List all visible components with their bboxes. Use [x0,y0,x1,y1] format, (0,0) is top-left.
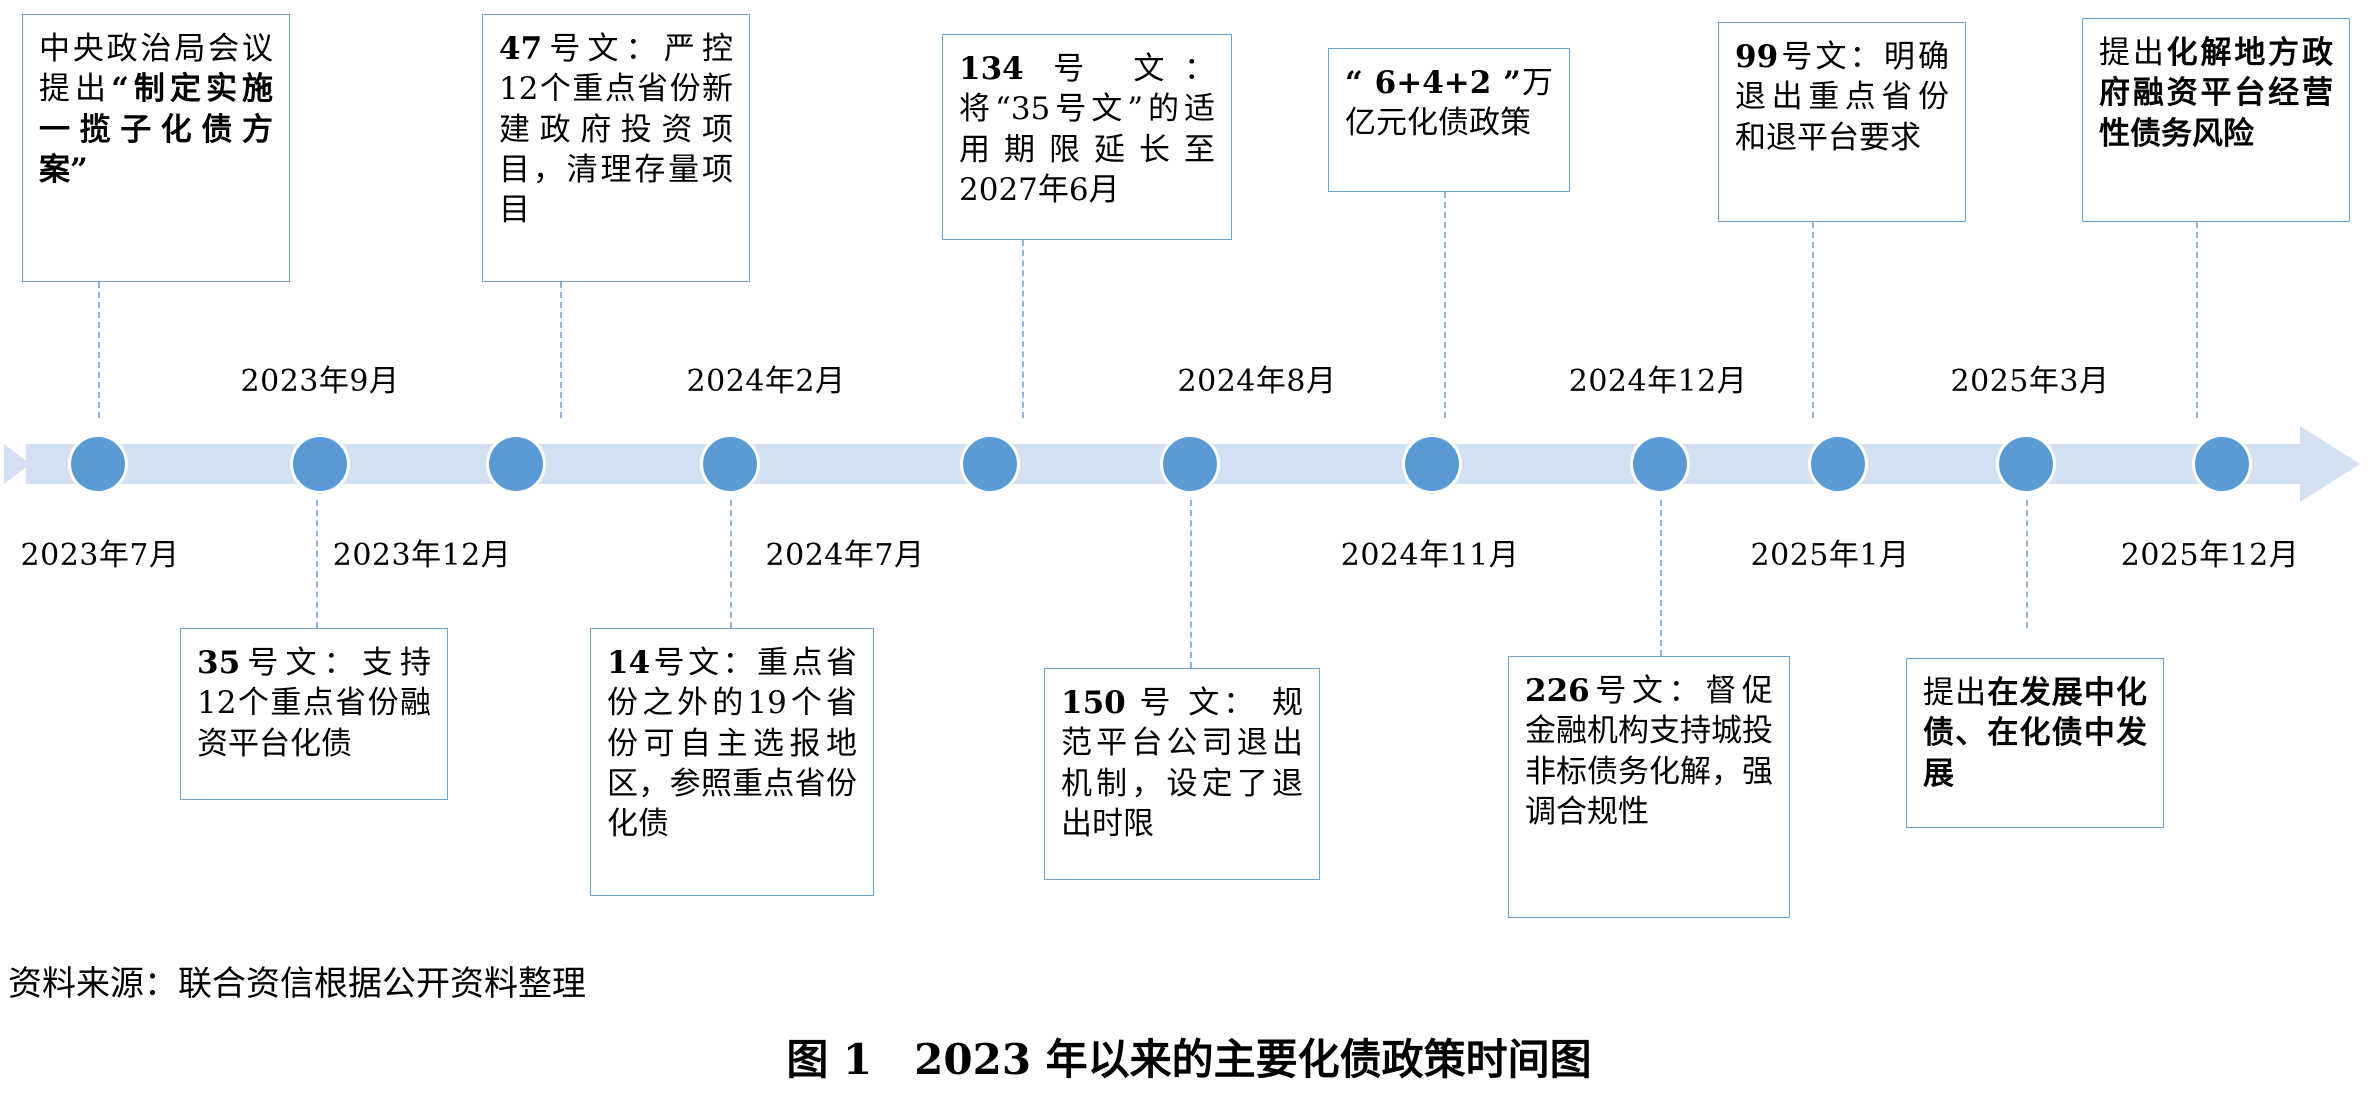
date-label-2025-12: 2025年12月 [2120,538,2300,573]
callout-box-2024-07: 14号文：重点省份之外的19个省份可自主选报地区，参照重点省份化债 [590,628,874,896]
milestone-dot-2024-11[interactable] [1405,437,1459,491]
callout-text: 14号文：重点省份之外的19个省份可自主选报地区，参照重点省份化债 [607,645,857,843]
callout-box-2024-11: 150 号 文： 规范平台公司退出机制，设定了退出时限 [1044,668,1320,880]
callout-text: 提出化解地方政府融资平台经营性债务风险 [2099,35,2334,152]
callout-text: 134 号 文： 将“35号文”的适用期限延长至2027年6月 [959,51,1215,208]
date-label-2023-12: 2023年12月 [332,538,512,573]
axis-arrowhead-icon [2300,426,2360,502]
connector-2024-11 [1190,500,1192,668]
callout-text: “ 6+4+2 ”万亿元化债政策 [1345,65,1553,142]
date-label-2023-09: 2023年9月 [240,364,400,399]
date-label-2024-02: 2024年2月 [686,364,846,399]
callout-text: 150 号 文： 规范平台公司退出机制，设定了退出时限 [1061,685,1303,842]
milestone-dot-2023-09[interactable] [293,437,347,491]
date-label-2025-01: 2025年1月 [1750,538,1910,573]
date-label-2025-03: 2025年3月 [1950,364,2110,399]
callout-text: 226号文：督促金融机构支持城投非标债务化解，强调合规性 [1525,673,1773,830]
milestone-dot-2024-07[interactable] [963,437,1017,491]
callout-box-2023-12: 35号文：支持12个重点省份融资平台化债 [180,628,448,800]
milestone-dot-2025-12[interactable] [2195,437,2249,491]
callout-text: 提出在发展中化债、在化债中发展 [1923,675,2148,792]
callout-text: 中央政治局会议提出“制定实施一揽子化债方案” [39,31,273,188]
connector-2024-07 [730,500,732,628]
milestone-dot-2024-08[interactable] [1163,437,1217,491]
milestone-dot-2024-12[interactable] [1633,437,1687,491]
callout-box-2024-12: 99号文：明确退出重点省份和退平台要求 [1718,22,1966,222]
callout-box-2024-08: “ 6+4+2 ”万亿元化债政策 [1328,48,1570,192]
milestone-dot-2023-07[interactable] [71,437,125,491]
timeline-axis [0,418,2378,510]
milestone-dot-2024-02[interactable] [703,437,757,491]
axis-tail-notch [4,444,30,484]
source-note: 资料来源：联合资信根据公开资料整理 [8,964,586,1004]
connector-2023-12 [316,500,318,628]
callout-box-2023-09: 47号文：严控12个重点省份新建政府投资项目，清理存量项目 [482,14,750,282]
connector-2025-12 [2026,500,2028,628]
connector-2023-07 [98,282,100,418]
callout-box-2025-03: 提出化解地方政府融资平台经营性债务风险 [2082,18,2350,222]
figure-caption: 图 1 2023 年以来的主要化债政策时间图 [786,1035,1592,1084]
connector-2023-09 [560,282,562,418]
date-label-2024-07: 2024年7月 [765,538,925,573]
date-label-2024-12: 2024年12月 [1568,364,1748,399]
callout-text: 47号文：严控12个重点省份新建政府投资项目，清理存量项目 [499,31,733,229]
connector-2025-03 [2196,222,2198,418]
connector-2024-02 [1022,240,1024,418]
callout-box-2023-07: 中央政治局会议提出“制定实施一揽子化债方案” [22,14,290,282]
connector-2025-01 [1660,500,1662,656]
callout-box-2025-01: 226号文：督促金融机构支持城投非标债务化解，强调合规性 [1508,656,1790,918]
milestone-dot-2025-03[interactable] [1999,437,2053,491]
callout-box-2025-12: 提出在发展中化债、在化债中发展 [1906,658,2164,828]
milestone-dot-2023-12[interactable] [489,437,543,491]
connector-2024-08 [1444,192,1446,418]
date-label-2024-08: 2024年8月 [1177,364,1337,399]
callout-box-2024-02: 134 号 文： 将“35号文”的适用期限延长至2027年6月 [942,34,1232,240]
date-label-2023-07: 2023年7月 [20,538,180,573]
date-label-2024-11: 2024年11月 [1340,538,1520,573]
callout-text: 35号文：支持12个重点省份融资平台化债 [197,645,431,762]
milestone-dot-2025-01[interactable] [1811,437,1865,491]
callout-text: 99号文：明确退出重点省份和退平台要求 [1735,39,1949,156]
connector-2024-12 [1812,222,1814,418]
